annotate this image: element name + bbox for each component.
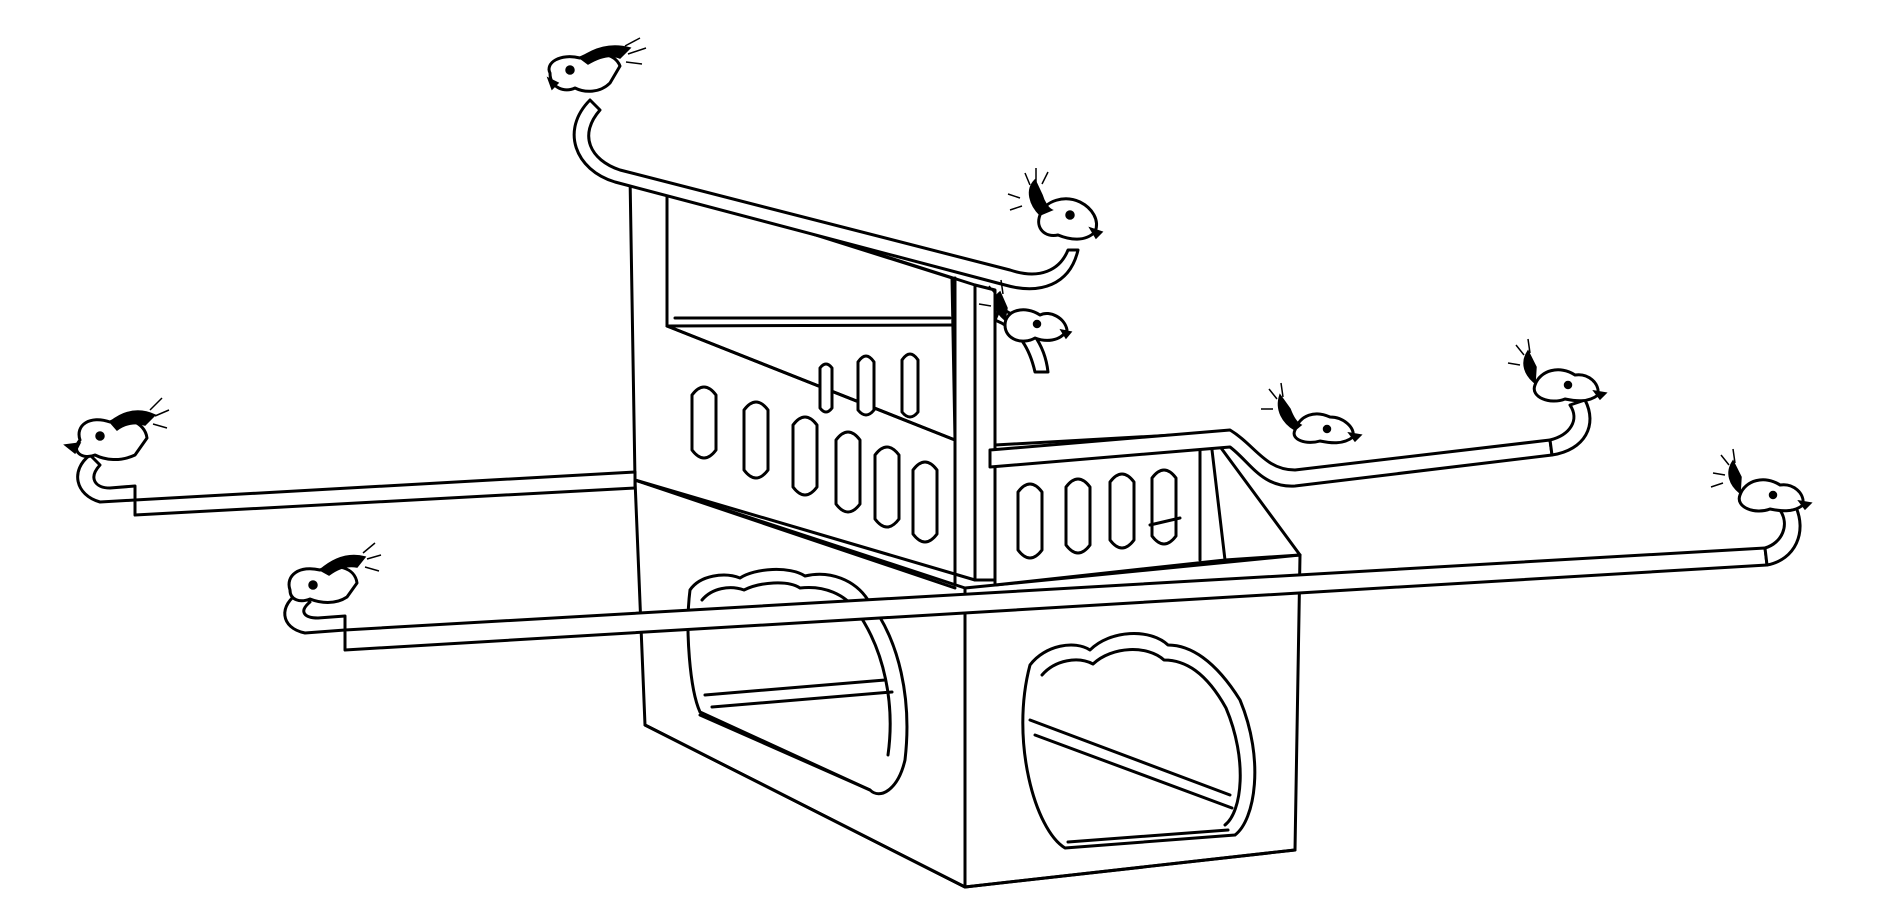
seat-back bbox=[628, 173, 997, 590]
sedan-body bbox=[633, 478, 1302, 889]
dragon-head-finial-left-lower bbox=[287, 542, 382, 604]
dragon-head-finial-right-upper bbox=[1507, 338, 1608, 403]
dragon-head-finial-top-left bbox=[546, 37, 647, 93]
side-rail bbox=[993, 431, 1302, 587]
dragon-head-finial-mid-right bbox=[978, 279, 1073, 343]
dragon-head-finial-right-upper-inner bbox=[1261, 382, 1363, 445]
top-rail bbox=[572, 98, 1080, 291]
side-rail-cartouches bbox=[1016, 468, 1182, 560]
carrying-pole-lower bbox=[283, 503, 1802, 652]
inner-lattice bbox=[818, 352, 920, 419]
carrying-pole-upper bbox=[76, 398, 1592, 517]
dragon-head-finial-top-right bbox=[1007, 168, 1104, 241]
back-panel-cartouches bbox=[690, 385, 939, 544]
dragon-head-finial-left-upper bbox=[63, 397, 170, 461]
dragon-head-finial-right-lower bbox=[1710, 448, 1813, 513]
